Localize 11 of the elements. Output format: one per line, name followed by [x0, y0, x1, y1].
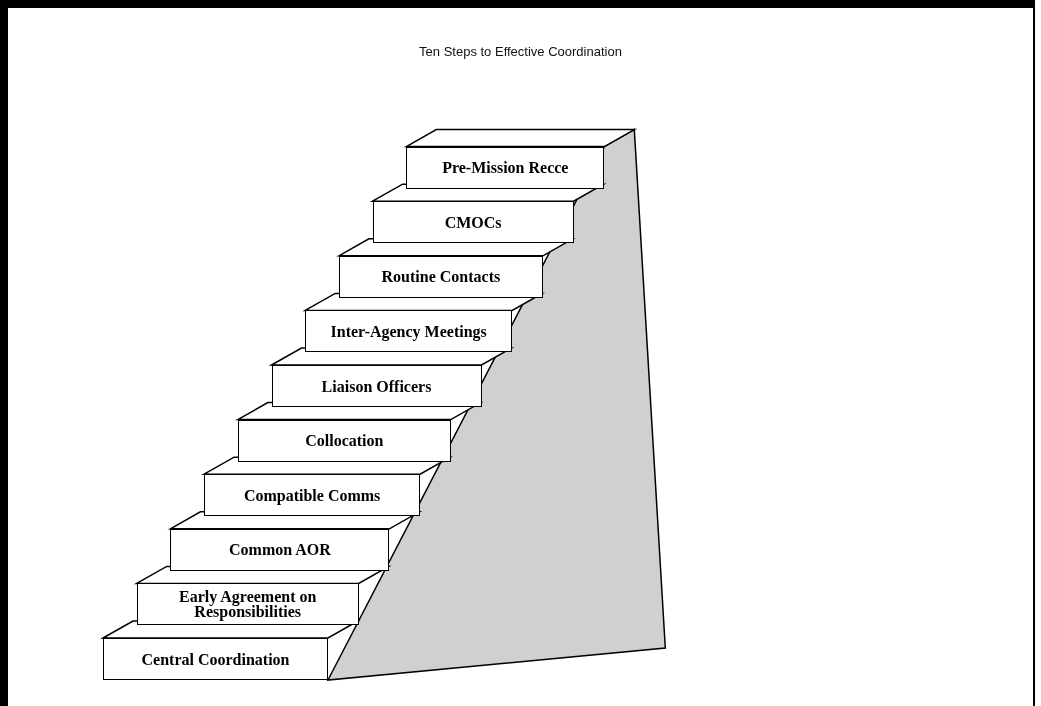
stair-step: Inter-Agency Meetings — [305, 310, 513, 353]
stair-step: Collocation — [237, 419, 451, 462]
stair-step: Common AOR — [170, 528, 390, 571]
stair-step: CMOCs — [372, 201, 574, 244]
diagram-title: Ten Steps to Effective Coordination — [418, 44, 623, 59]
stair-step: Compatible Comms — [204, 474, 421, 517]
stair-step: Early Agreement on Responsibilities — [136, 583, 359, 626]
stair-step: Pre-Mission Recce — [406, 146, 605, 189]
stair-step: Liaison Officers — [271, 365, 482, 407]
stair-step: Routine Contacts — [338, 255, 543, 298]
stair-step: Central Coordination — [103, 638, 328, 680]
